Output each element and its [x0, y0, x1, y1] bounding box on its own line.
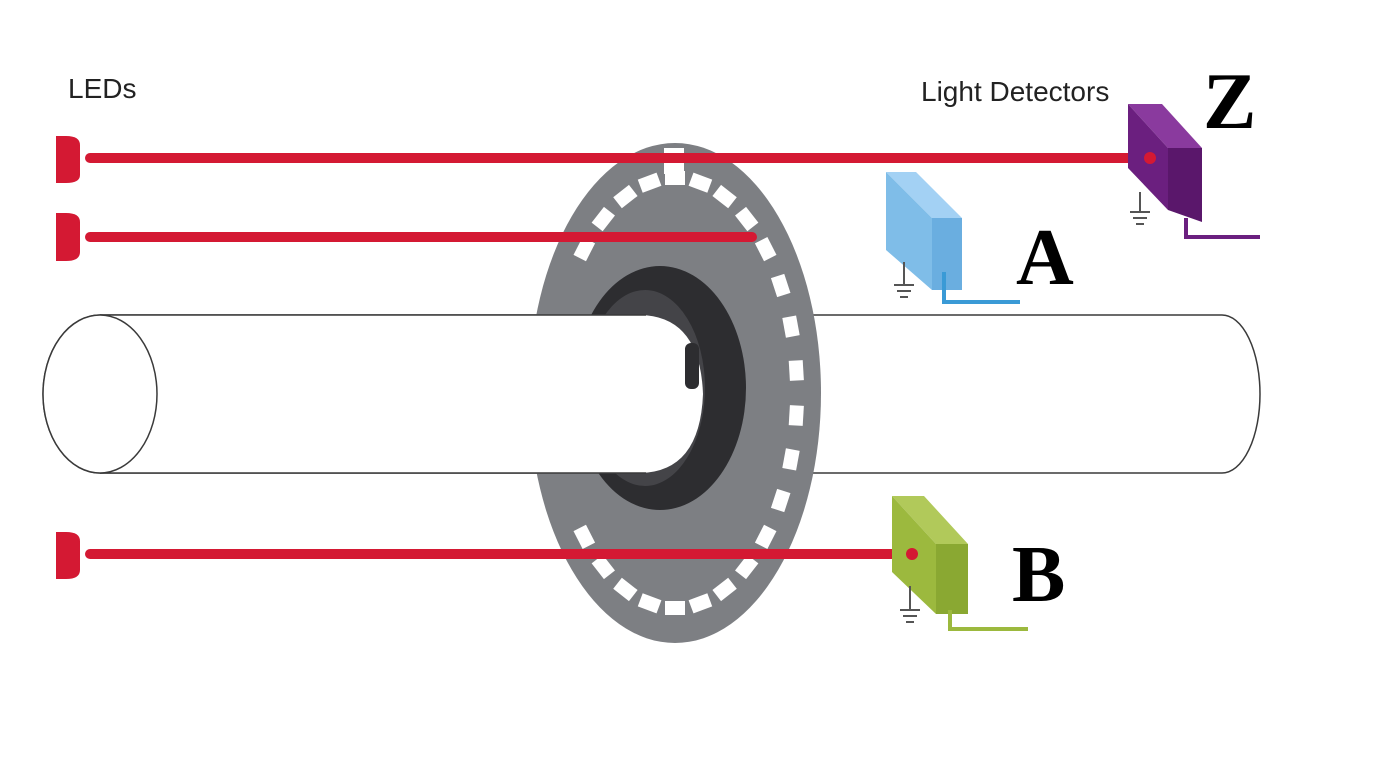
detector-z [1128, 104, 1260, 239]
disk-slot [665, 601, 685, 615]
detector-b [892, 496, 1028, 631]
disk-slot [573, 524, 596, 549]
disk-slot [782, 448, 800, 471]
channel-b-label: B [1012, 531, 1065, 619]
led-z [56, 136, 80, 183]
ground-symbol-icon [900, 586, 920, 623]
ground-symbol-icon [894, 262, 914, 298]
set-screw [685, 343, 699, 389]
disk-slot [637, 172, 662, 193]
ground-symbol-icon [1130, 192, 1150, 225]
disk-slot [788, 360, 804, 381]
disk-slot [770, 273, 791, 298]
disk-slot [712, 577, 737, 602]
leds-label: LEDs [68, 73, 136, 104]
disk-slot [637, 593, 662, 614]
detector-a [886, 172, 1020, 304]
disk-slots [573, 171, 804, 615]
shaft-front [100, 315, 703, 473]
disk-slot [770, 488, 791, 513]
disk-slot [782, 315, 800, 338]
led-a [56, 213, 80, 261]
disk-slot [735, 554, 759, 580]
led-b [56, 532, 80, 579]
disk-slot [591, 206, 615, 232]
disk-slot [712, 184, 737, 209]
channel-z-label: Z [1203, 58, 1256, 146]
light-detectors-label: Light Detectors [921, 76, 1109, 107]
channel-a-label: A [1016, 214, 1074, 302]
disk-slot [613, 184, 638, 209]
disk-slot [613, 577, 638, 602]
disk-slot [688, 172, 713, 193]
disk-slot [665, 171, 685, 185]
disk-slot [573, 237, 596, 262]
disk-slot [788, 405, 804, 426]
disk-slot [754, 237, 777, 262]
shaft-end-face-front [42, 314, 158, 474]
disk-slot [591, 554, 615, 580]
disk-slot [754, 524, 777, 549]
disk-slot [688, 593, 713, 614]
disk-slot [735, 206, 759, 232]
